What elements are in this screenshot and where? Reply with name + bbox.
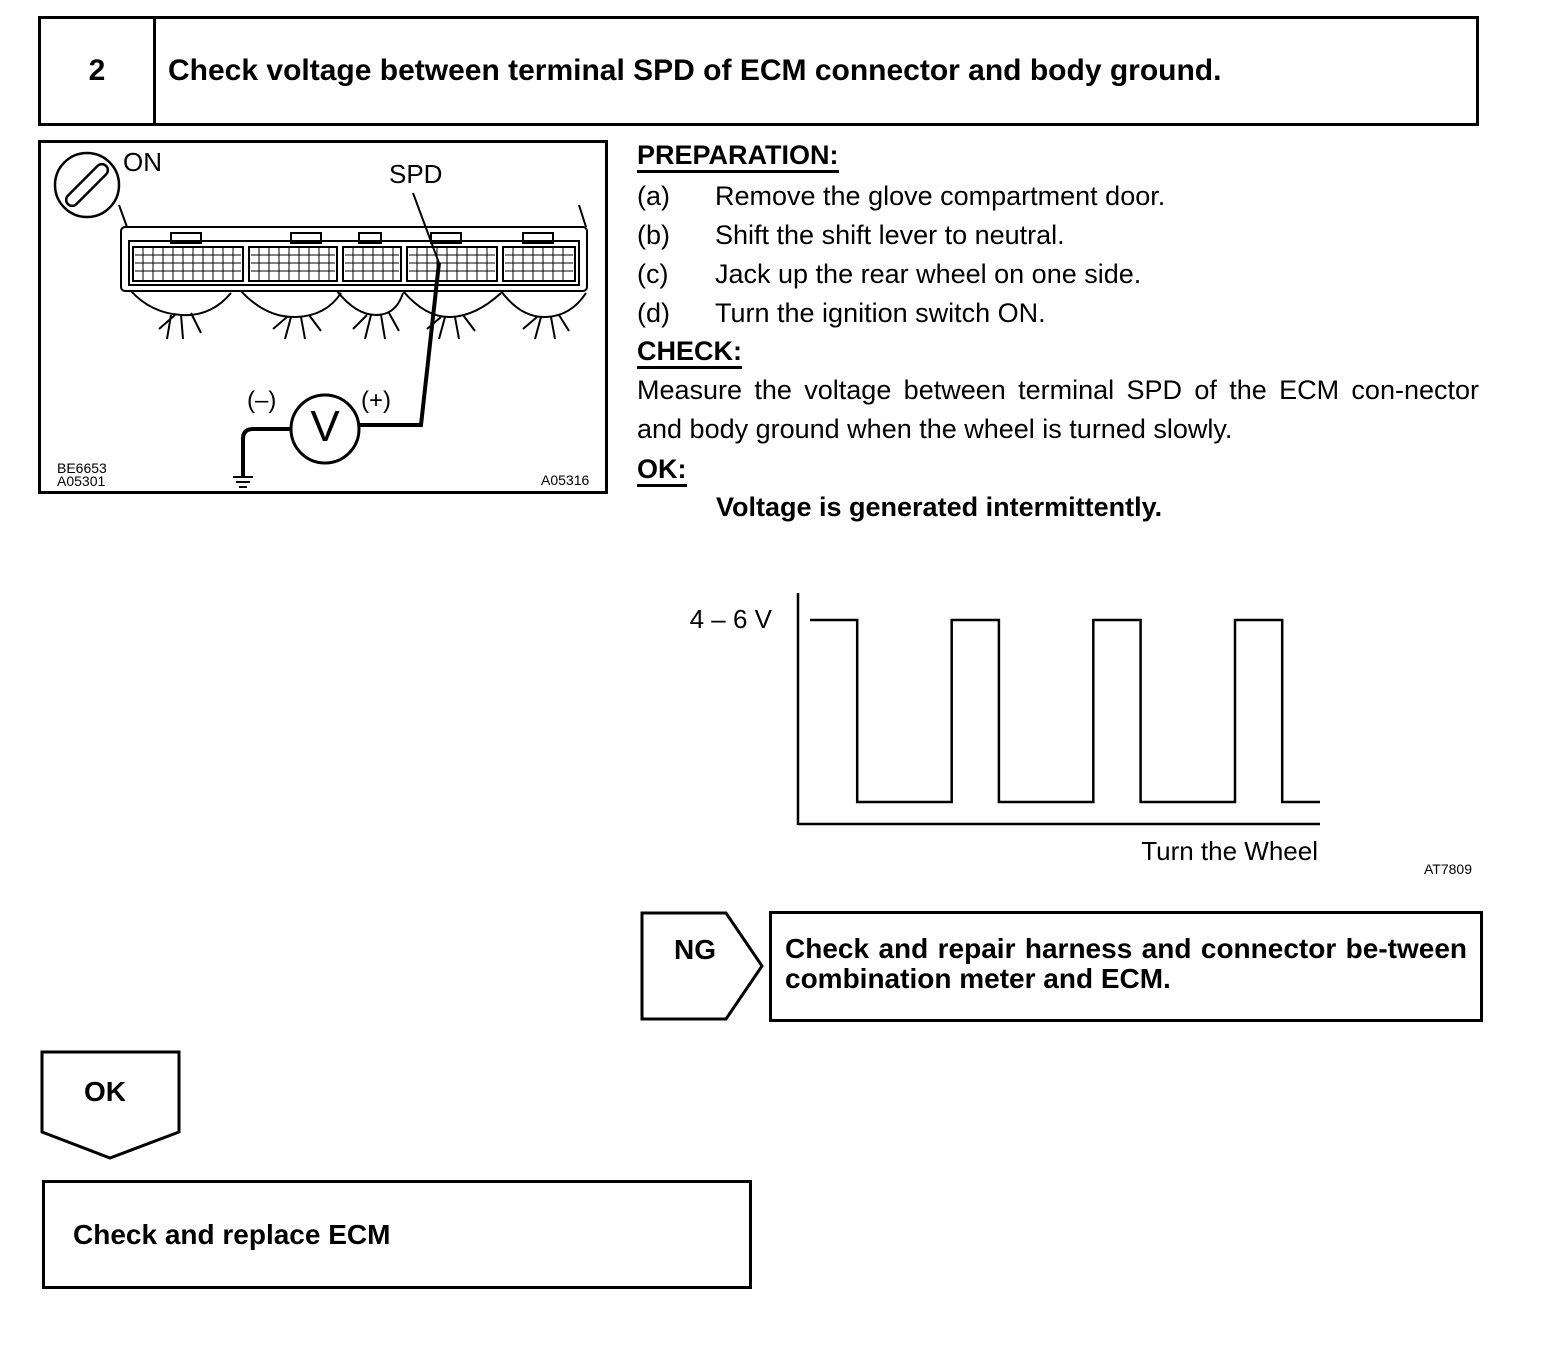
check-text: Measure the voltage between terminal SPD…	[637, 375, 1479, 444]
step-label: (a)	[637, 181, 670, 211]
signal-chart: 4 – 6 V Turn the Wheel AT7809	[640, 585, 1540, 885]
ng-action-text: Check and repair harness and connector b…	[785, 933, 1467, 994]
step-title: Check voltage between terminal SPD of EC…	[168, 54, 1222, 87]
ng-label: NG	[674, 934, 716, 965]
signal-chart-svg: 4 – 6 V Turn the Wheel AT7809	[690, 593, 1472, 877]
step-text: Remove the glove compartment door.	[715, 181, 1166, 211]
chart-figure-code: AT7809	[1424, 861, 1472, 877]
ok-label: OK	[84, 1076, 126, 1107]
step-text: Turn the ignition switch ON.	[715, 298, 1046, 328]
preparation-title: PREPARATION:	[637, 140, 839, 173]
check-title: CHECK:	[637, 336, 742, 369]
step-number: 2	[88, 54, 106, 87]
step-label: (c)	[637, 259, 669, 289]
chart-high-level-label: 4 – 6 V	[690, 604, 773, 634]
wiring-diagram-drawing	[53, 151, 588, 488]
ok-arrow-shape	[40, 1050, 181, 1160]
ng-action-box: Check and repair harness and connector b…	[769, 911, 1483, 1022]
chart-square-wave	[810, 618, 1320, 804]
step-header: 2 Check voltage between terminal SPD of …	[38, 16, 1479, 126]
voltmeter-symbol: V	[310, 402, 340, 451]
positive-probe-wire	[359, 262, 441, 427]
step-label: (b)	[637, 220, 670, 250]
negative-label: (–)	[247, 387, 277, 414]
preparation-step: (a) Remove the glove compartment door.	[637, 180, 1165, 212]
preparation-step: (b) Shift the shift lever to neutral.	[637, 219, 1065, 251]
ignition-switch-icon	[53, 151, 121, 219]
preparation-step: (d) Turn the ignition switch ON.	[637, 297, 1046, 329]
ok-spec-title: OK:	[637, 454, 687, 487]
ok-action-box: Check and replace ECM	[42, 1180, 752, 1289]
positive-label: (+)	[361, 387, 391, 414]
voltmeter-icon	[289, 393, 361, 465]
ok-spec-text: Voltage is generated intermittently.	[716, 492, 1163, 522]
step-text: Jack up the rear wheel on one side.	[715, 259, 1142, 289]
chart-x-label: Turn the Wheel	[1141, 836, 1318, 866]
figure-code-left-1: BE6653	[57, 460, 107, 476]
preparation-step: (c) Jack up the rear wheel on one side.	[637, 258, 1141, 290]
wiring-figure: ON SPD (–) (+) V BE6653 A05301 A05316	[38, 140, 608, 494]
spd-terminal-label: SPD	[389, 159, 443, 189]
switch-on-label: ON	[123, 147, 162, 177]
step-text: Shift the shift lever to neutral.	[715, 220, 1065, 250]
spd-leader-line	[412, 192, 440, 264]
ground-icon	[233, 476, 253, 488]
negative-probe-wire	[241, 427, 291, 477]
figure-code-right: A05316	[541, 472, 590, 488]
header-divider	[153, 19, 156, 123]
ng-arrow-shape	[640, 911, 764, 1021]
step-label: (d)	[637, 298, 670, 328]
ecm-connector-drawing	[118, 204, 588, 340]
figure-code-left-2: A05301	[57, 473, 106, 489]
ok-action-text: Check and replace ECM	[73, 1219, 391, 1250]
